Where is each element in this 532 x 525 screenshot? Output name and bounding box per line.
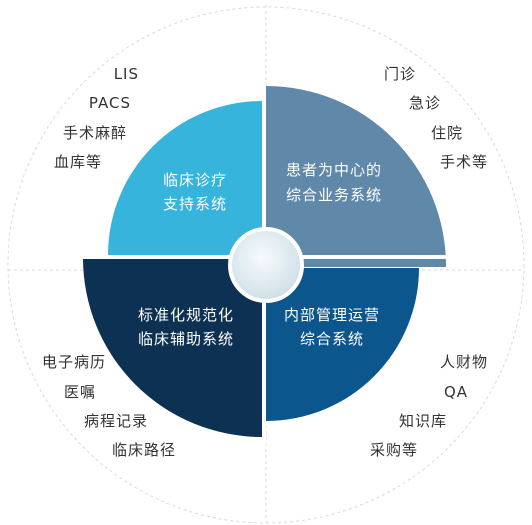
label-bottom-right-0: 人财物 bbox=[440, 353, 488, 371]
label-top-right-2: 住院 bbox=[431, 124, 463, 142]
label-top-left-3: 血库等 bbox=[54, 153, 102, 171]
sector-top-left bbox=[108, 101, 262, 255]
label-top-right-0: 门诊 bbox=[384, 65, 416, 83]
label-top-left-2: 手术麻醉 bbox=[63, 124, 127, 142]
label-bottom-right-1: QA bbox=[444, 383, 468, 401]
label-bottom-left-2: 病程记录 bbox=[84, 412, 148, 430]
sector-top-right-arc bbox=[266, 86, 447, 267]
bottom-left-title-line2: 临床辅助系统 bbox=[138, 330, 234, 348]
label-top-right-1: 急诊 bbox=[409, 94, 441, 112]
top-right-title-line2: 综合业务系统 bbox=[286, 186, 382, 204]
sector-bottom-right bbox=[266, 268, 419, 421]
bottom-right-title-line2: 综合系统 bbox=[300, 330, 364, 348]
sector-bottom-left bbox=[83, 258, 262, 437]
outer-dashed-ring bbox=[7, 6, 525, 524]
label-bottom-left-1: 医嘱 bbox=[64, 383, 96, 401]
top-right-title-line1: 患者为中心的 bbox=[286, 161, 382, 179]
label-bottom-left-0: 电子病历 bbox=[42, 353, 106, 371]
top-left-title-line2: 支持系统 bbox=[163, 195, 227, 213]
top-left-title-line1: 临床诊疗 bbox=[163, 171, 227, 189]
bottom-right-title-line1: 内部管理运营 bbox=[284, 306, 380, 324]
label-top-left-1: PACS bbox=[89, 94, 131, 112]
label-top-left-0: LIS bbox=[114, 65, 139, 83]
label-bottom-left-3: 临床路径 bbox=[112, 441, 176, 459]
label-bottom-right-2: 知识库 bbox=[399, 412, 447, 430]
label-bottom-right-3: 采购等 bbox=[370, 441, 418, 459]
center-circle bbox=[228, 227, 304, 303]
bottom-left-title-line1: 标准化规范化 bbox=[138, 306, 234, 324]
label-top-right-3: 手术等 bbox=[440, 153, 488, 171]
